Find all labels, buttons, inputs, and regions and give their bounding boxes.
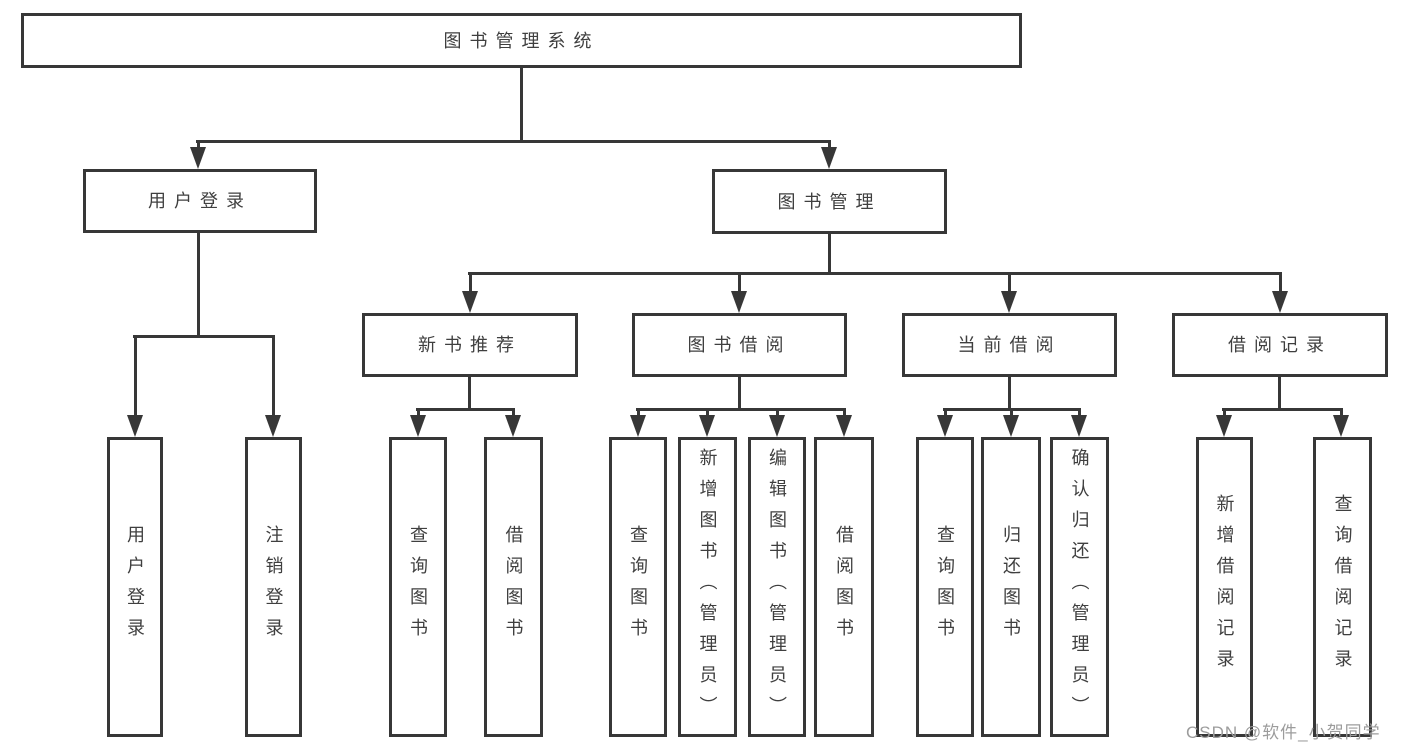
leaf-cb-query-books: 查询图书 — [916, 437, 974, 737]
connector-book-management-stem — [828, 234, 831, 275]
connector-new-book-stem — [468, 377, 471, 411]
arrow-nb-borrow-books — [505, 408, 521, 437]
connector-level3-rail — [468, 272, 1282, 275]
node-book-management: 图书管理 — [712, 169, 947, 234]
arrow-bb-query-books — [630, 408, 646, 437]
arrow-br-add-record — [1216, 408, 1232, 437]
leaf-logout: 注销登录 — [245, 437, 302, 737]
arrow-to-borrowing-records — [1272, 272, 1288, 313]
arrow-to-leaf-logout — [265, 335, 281, 437]
leaf-user-login: 用户登录 — [107, 437, 163, 737]
arrow-to-current-borrowing — [1001, 272, 1017, 313]
node-book-borrowing: 图书借阅 — [632, 313, 847, 377]
arrow-to-user-login — [190, 140, 206, 169]
connector-root-stem — [520, 68, 523, 143]
arrow-to-book-management — [821, 140, 837, 169]
arrow-cb-return-books — [1003, 408, 1019, 437]
arrow-to-leaf-user-login — [127, 335, 143, 437]
arrow-br-query-record — [1333, 408, 1349, 437]
arrow-to-book-borrowing — [731, 272, 747, 313]
arrow-bb-borrow-books — [836, 408, 852, 437]
leaf-bb-add-books-admin: 新增图书（管理员） — [678, 437, 737, 737]
arrow-to-new-book-recommendation — [462, 272, 478, 313]
leaf-nb-borrow-books: 借阅图书 — [484, 437, 543, 737]
connector-new-book-rail — [416, 408, 515, 411]
connector-book-borrow-stem — [738, 377, 741, 411]
node-user-login: 用户登录 — [83, 169, 317, 233]
arrow-cb-query-books — [937, 408, 953, 437]
connector-records-stem — [1278, 377, 1281, 411]
leaf-bb-query-books: 查询图书 — [609, 437, 667, 737]
node-new-book-recommendation: 新书推荐 — [362, 313, 578, 377]
leaf-br-query-record: 查询借阅记录 — [1313, 437, 1372, 737]
connector-records-rail — [1222, 408, 1343, 411]
leaf-cb-return-books: 归还图书 — [981, 437, 1041, 737]
connector-level2-rail — [196, 140, 831, 143]
node-borrowing-records: 借阅记录 — [1172, 313, 1388, 377]
leaf-nb-query-books: 查询图书 — [389, 437, 447, 737]
leaf-bb-edit-books-admin: 编辑图书（管理员） — [748, 437, 806, 737]
connector-current-borrow-stem — [1008, 377, 1011, 411]
node-book-management-system: 图书管理系统 — [21, 13, 1022, 68]
arrow-bb-edit-books — [769, 408, 785, 437]
node-current-borrowing: 当前借阅 — [902, 313, 1117, 377]
arrow-nb-query-books — [410, 408, 426, 437]
arrow-cb-confirm-return — [1071, 408, 1087, 437]
csdn-watermark: CSDN @软件_小贺同学 — [1186, 723, 1381, 742]
arrow-bb-add-books — [699, 408, 715, 437]
connector-user-login-stem — [197, 233, 200, 338]
connector-user-login-rail — [133, 335, 275, 338]
leaf-br-add-record: 新增借阅记录 — [1196, 437, 1253, 737]
connector-book-borrow-rail — [636, 408, 846, 411]
leaf-cb-confirm-return-admin: 确认归还（管理员） — [1050, 437, 1109, 737]
leaf-bb-borrow-books: 借阅图书 — [814, 437, 874, 737]
